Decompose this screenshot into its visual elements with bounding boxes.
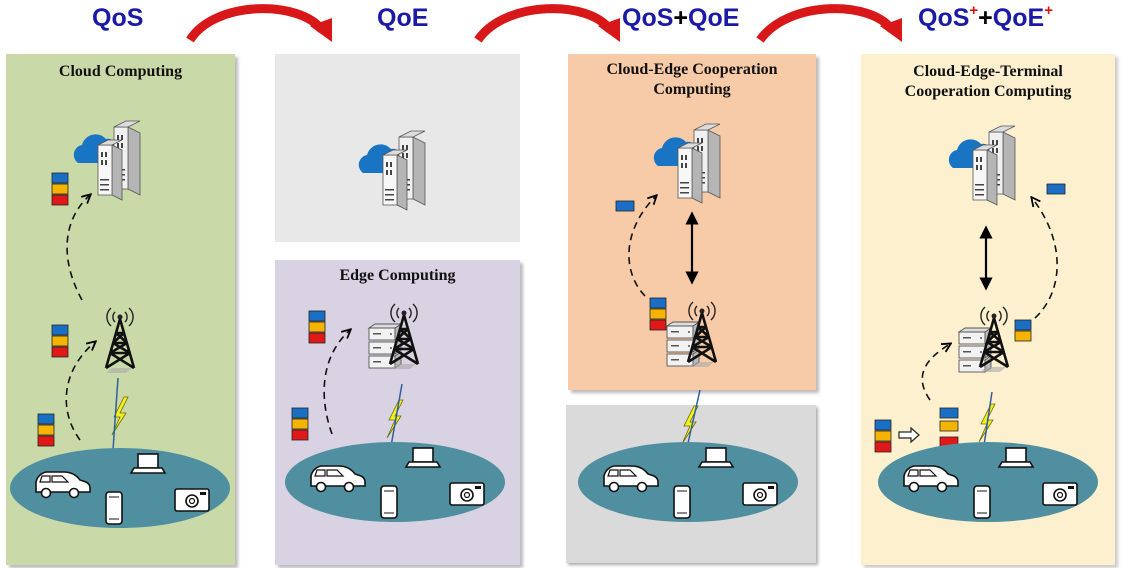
task-stack-icon: [51, 172, 69, 206]
signal-line: [685, 389, 701, 453]
header-qos-plus-qoe: QoS+QoE: [622, 4, 740, 32]
task-stack-icon: [649, 297, 667, 331]
task-stack-icon: [1046, 183, 1066, 195]
devices-group: [877, 441, 1099, 523]
edge-computing-title: Edge Computing: [339, 267, 456, 284]
signal-line: [112, 377, 119, 451]
upload-arrow: [628, 196, 656, 297]
hollow-arrow: [898, 426, 920, 444]
signal-line: [982, 391, 993, 453]
task-stack-icon: [939, 407, 959, 448]
cet-title-1: Cloud-Edge-Terminal: [913, 63, 1063, 80]
upload-arrow: [65, 342, 95, 441]
cloud-icon: [948, 125, 1016, 206]
devices-group: [577, 441, 799, 523]
header-qos: QoS: [92, 4, 144, 32]
gray-top-panel: [275, 54, 520, 242]
red-arrow-1: [186, 4, 332, 43]
task-stack-icon: [874, 419, 892, 453]
red-arrow-3: [756, 4, 902, 43]
task-stack-icon: [308, 310, 326, 344]
cloud-edge-title-1: Cloud-Edge Cooperation: [606, 61, 778, 78]
devices-group: [284, 441, 506, 523]
header-qos-qoe-enhanced: QoS++QoE+: [918, 2, 1053, 32]
cet-title-2: Cooperation Computing: [904, 83, 1072, 100]
cloud-icon: [358, 130, 426, 211]
header-qoe: QoE: [377, 4, 429, 32]
task-stack-icon: [615, 200, 635, 212]
upload-arrow: [323, 330, 350, 435]
lightning-icon: [386, 399, 404, 439]
task-stack-icon: [1014, 319, 1032, 342]
cloud-computing-title: Cloud Computing: [58, 63, 183, 80]
task-stack-icon: [291, 407, 309, 441]
signal-line: [389, 383, 403, 453]
cloud-edge-title-2: Computing: [653, 81, 731, 98]
upload-arrow: [1032, 198, 1058, 319]
task-stack-icon: [51, 324, 69, 358]
upload-arrow: [921, 344, 950, 401]
tower-icon: [104, 306, 136, 375]
task-stack-icon: [37, 413, 55, 447]
devices-group: [9, 447, 231, 529]
cloud-icon: [653, 123, 721, 204]
red-arrow-2: [474, 4, 620, 43]
cloud-icon: [73, 120, 141, 201]
upload-arrow: [66, 195, 90, 301]
